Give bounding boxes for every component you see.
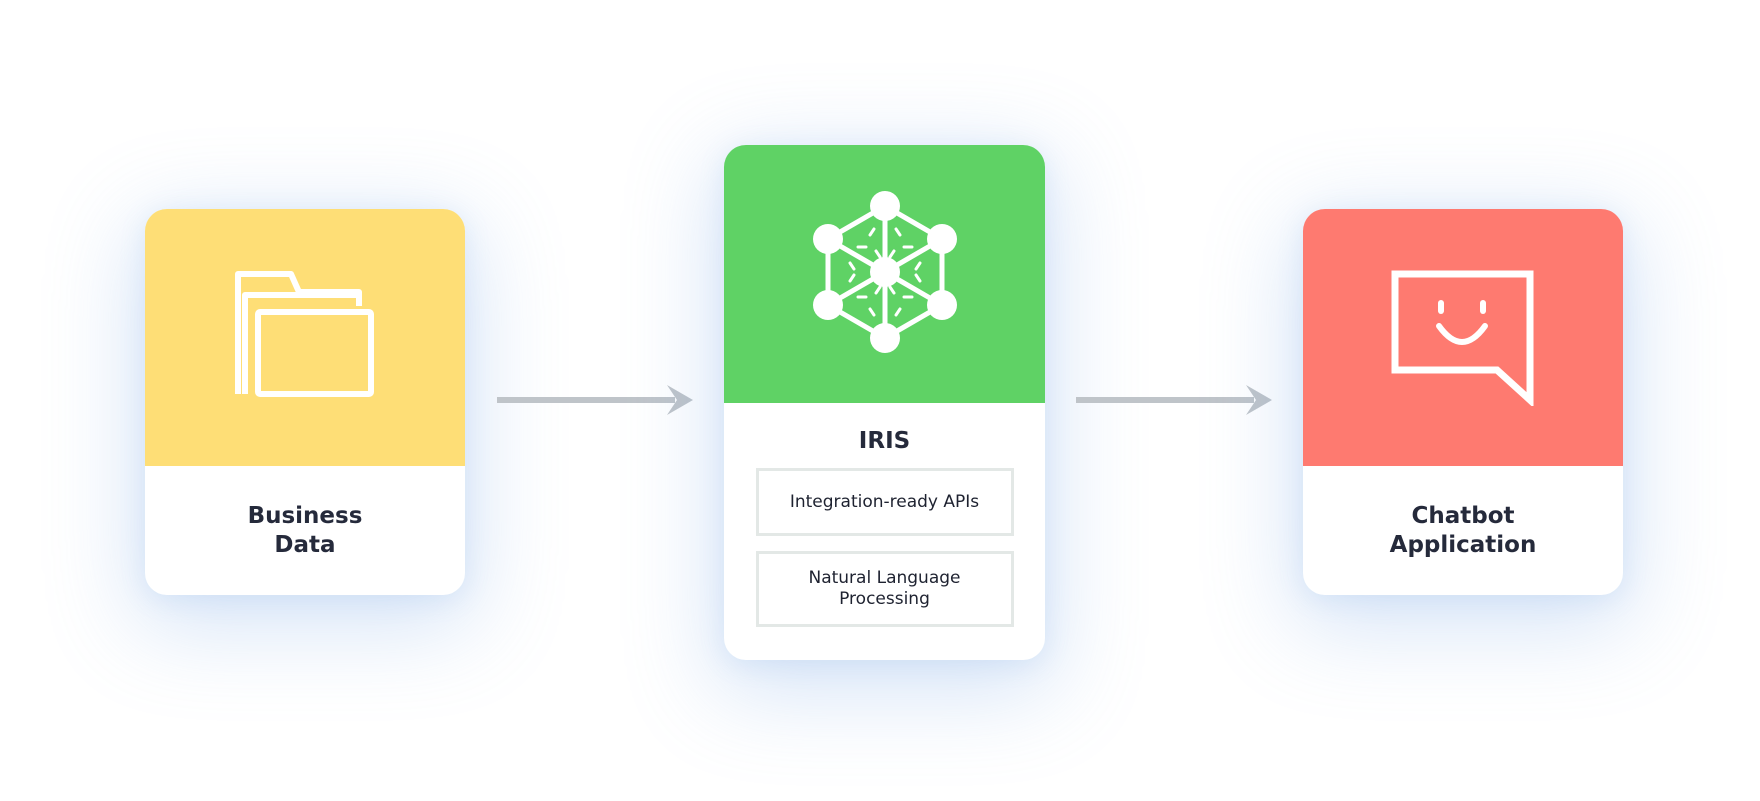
iris-card: IRIS Integration-ready APIs Natural Lang… xyxy=(724,145,1045,660)
arrow-business-to-iris xyxy=(497,385,693,415)
feature-label: Integration-ready APIs xyxy=(789,491,980,512)
business-data-title-line: Data xyxy=(274,531,336,558)
feature-nlp: Natural Language Processing xyxy=(755,551,1014,627)
chatbot-application-card: Chatbot Application xyxy=(1303,209,1623,595)
business-data-title-line: Business xyxy=(247,502,363,529)
chatbot-title-line: Application xyxy=(1389,531,1537,558)
folder-icon xyxy=(235,270,374,397)
feature-label: Processing xyxy=(839,589,930,609)
business-data-card: Business Data xyxy=(145,209,465,595)
business-data-title: Business Data xyxy=(248,502,363,560)
feature-integration-apis: Integration-ready APIs xyxy=(755,468,1014,536)
neural-network-icon xyxy=(812,191,957,353)
chatbot-header xyxy=(1303,209,1623,466)
chatbot-title-line: Chatbot xyxy=(1411,502,1515,529)
iris-header xyxy=(724,145,1045,403)
iris-title: IRIS xyxy=(858,428,911,454)
chat-smile-icon xyxy=(1391,270,1534,406)
chatbot-title: Chatbot Application xyxy=(1390,502,1537,560)
feature-label: Natural Language xyxy=(808,568,961,588)
business-data-header xyxy=(145,209,465,466)
arrow-iris-to-chatbot xyxy=(1076,385,1272,415)
